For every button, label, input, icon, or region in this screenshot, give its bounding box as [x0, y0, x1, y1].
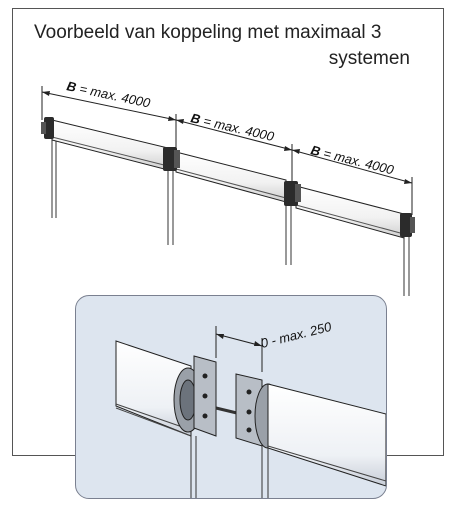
title-line-2: systemen	[328, 47, 410, 69]
coupling-bracket-2	[284, 181, 301, 206]
roller-tube-3	[295, 185, 405, 239]
title-line-1: Voorbeeld van koppeling met maximaal 3	[34, 22, 382, 43]
diagram-title: Voorbeeld van koppeling met maximaal 3 s…	[34, 20, 414, 71]
dimension-line-2	[175, 119, 293, 151]
dimension-line-1	[41, 91, 177, 121]
roller-tube-2	[175, 151, 287, 203]
coupling-bracket-1	[163, 147, 180, 171]
dimension-lines	[41, 86, 413, 215]
dimension-label-3: B = max. 4000	[309, 142, 396, 177]
dimension-label-2: B = max. 4000	[189, 110, 276, 144]
roller-tube-1	[51, 119, 169, 171]
gap-dimension-line	[215, 326, 263, 372]
end-bracket-left	[41, 117, 54, 139]
dimension-line-3	[291, 149, 413, 184]
blind-fabric-lines	[51, 140, 410, 296]
coupling-detail-drawing: 0 - max. 250	[115, 319, 386, 498]
coupling-detail-inset: 0 - max. 250	[75, 295, 387, 499]
end-bracket-right	[400, 213, 415, 237]
gap-label: 0 - max. 250	[259, 319, 333, 351]
dimension-arrows	[42, 91, 412, 184]
